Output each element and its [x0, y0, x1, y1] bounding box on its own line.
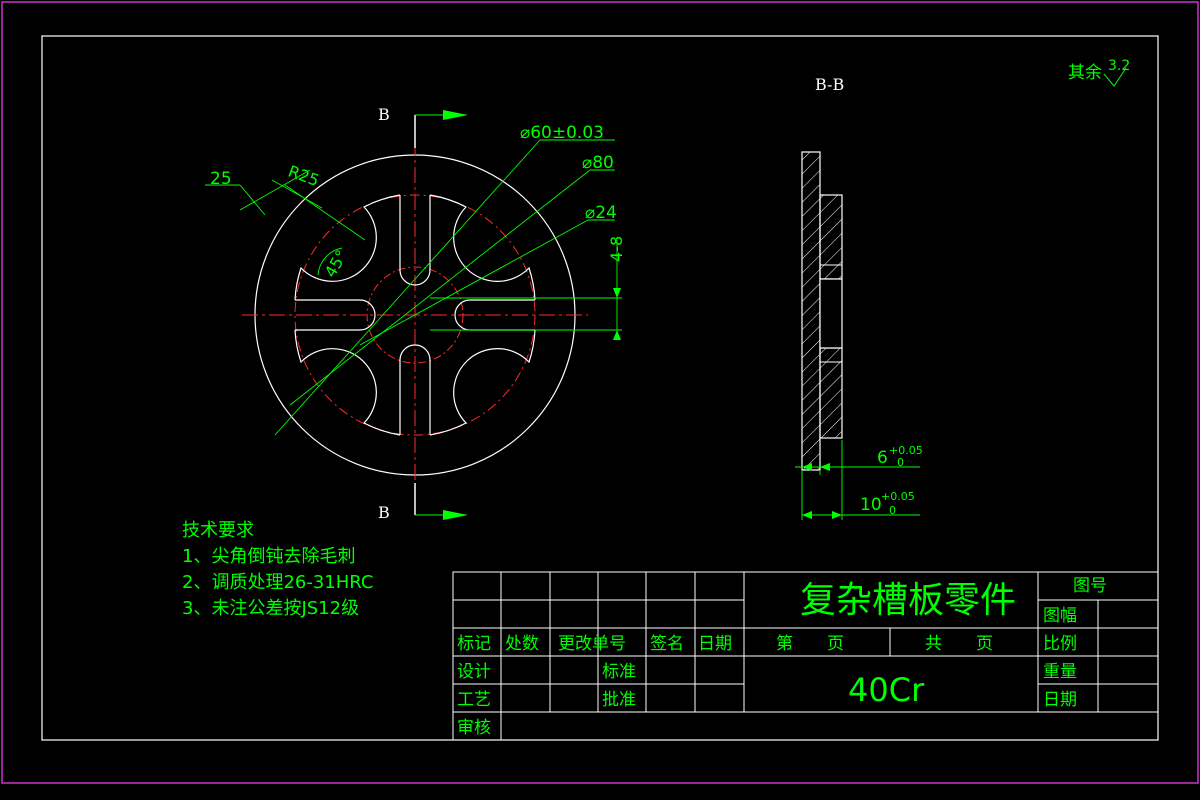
section-boss-upper	[819, 194, 843, 280]
tech-requirements: 技术要求 1、尖角倒钝去除毛刺 2、调质处理26-31HRC 3、未注公差按JS…	[182, 520, 373, 619]
rev-header-change-no: 更改单号	[558, 634, 626, 654]
slot-left	[295, 299, 376, 331]
leader-d60	[274, 139, 541, 436]
scale-label: 比例	[1043, 634, 1077, 654]
section-plate-main	[801, 151, 821, 471]
date-label-right: 日期	[1043, 690, 1077, 710]
rev-header-date: 日期	[698, 634, 732, 654]
leader-r25	[284, 184, 366, 241]
leader-d24	[359, 219, 589, 346]
slot-top	[399, 195, 431, 286]
dim-angle-45: 45°	[321, 247, 352, 281]
dim-thk6-tol-upper: +0.05	[889, 444, 923, 457]
section-mark-top: B	[378, 105, 390, 124]
title-block-text: 复杂槽板零件 40Cr 图号 图幅 比例 重量 日期 第 页 共 页 标记 处数…	[457, 576, 1107, 738]
review-label: 审核	[457, 718, 491, 738]
rev-header-sign: 签名	[650, 634, 684, 654]
leader-25-left	[239, 184, 266, 216]
surface-finish-value: 3.2	[1108, 58, 1130, 74]
leader-25-right	[271, 179, 323, 209]
outer-sheet-border	[1, 1, 1199, 784]
rev-header-count: 处数	[505, 634, 539, 654]
sheet-size-label: 图幅	[1043, 606, 1077, 626]
dim-25: 25	[210, 169, 232, 189]
surface-finish-symbol-icon	[1103, 67, 1127, 87]
design-label: 设计	[457, 662, 491, 682]
section-view: B-B 6 +0.05 0 10 +0.05 0	[795, 75, 923, 520]
section-arrow-top-head	[443, 110, 468, 120]
dim-d24: ⌀24	[585, 203, 617, 223]
tech-req-item-1: 1、尖角倒钝去除毛刺	[182, 546, 355, 567]
total-label: 共 页	[925, 634, 993, 654]
dim-arrow-thk6-right	[820, 463, 830, 471]
sheet-label: 第 页	[776, 634, 844, 654]
material: 40Cr	[848, 671, 925, 709]
approve-label: 批准	[602, 690, 636, 710]
section-arrow-bottom-head	[443, 510, 468, 520]
tech-req-item-2: 2、调质处理26-31HRC	[182, 572, 373, 593]
process-label: 工艺	[457, 690, 491, 710]
dim-line-25	[239, 169, 311, 211]
dim-arrow-slot-bottom	[613, 330, 621, 340]
weight-label: 重量	[1043, 662, 1077, 682]
surface-finish-prefix: 其余	[1068, 63, 1102, 83]
profile-arc-bottom-left	[294, 329, 401, 436]
profile-arc-bottom-right	[429, 329, 536, 436]
dim-thk10: 10	[860, 495, 882, 515]
rev-header-mark: 标记	[457, 634, 491, 654]
title-block	[452, 571, 1159, 741]
drawing-no-label: 图号	[1073, 576, 1107, 596]
dim-arrow-thk6-left	[802, 463, 812, 471]
section-hole	[819, 278, 843, 349]
dim-r25: R25	[286, 161, 322, 190]
profile-arc-top-left	[294, 194, 401, 301]
part-name: 复杂槽板零件	[800, 580, 1016, 621]
slot-bottom	[399, 344, 431, 435]
tech-req-title: 技术要求	[182, 520, 254, 541]
tech-req-item-3: 3、未注公差按JS12级	[182, 598, 359, 619]
dim-thk6-tol-lower: 0	[897, 456, 904, 469]
leader-d80	[289, 169, 591, 406]
dim-arrow-thk10-right	[832, 511, 842, 519]
section-mark-bottom: B	[378, 503, 390, 522]
dim-d80: ⌀80	[582, 153, 614, 173]
dim-slot: 4-8	[607, 236, 626, 262]
dim-arrow-thk10-left	[802, 511, 812, 519]
dim-arrow-slot-top	[613, 288, 621, 298]
dim-thk10-tol-lower: 0	[889, 504, 896, 517]
standard-label: 标准	[602, 662, 636, 682]
profile-arc-top-right	[429, 194, 536, 301]
dim-d60: ⌀60±0.03	[520, 123, 604, 143]
dim-thk10-tol-upper: +0.05	[881, 490, 915, 503]
front-view: B B ⌀60±0.03 ⌀80 ⌀24 25 R25 45° 4-8	[205, 105, 626, 522]
angle-arc-45	[317, 247, 343, 276]
dim-thk6: 6	[877, 448, 888, 468]
section-title: B-B	[815, 75, 844, 94]
slot-right	[454, 299, 535, 331]
surface-finish-note: 其余 3.2	[1068, 58, 1130, 87]
